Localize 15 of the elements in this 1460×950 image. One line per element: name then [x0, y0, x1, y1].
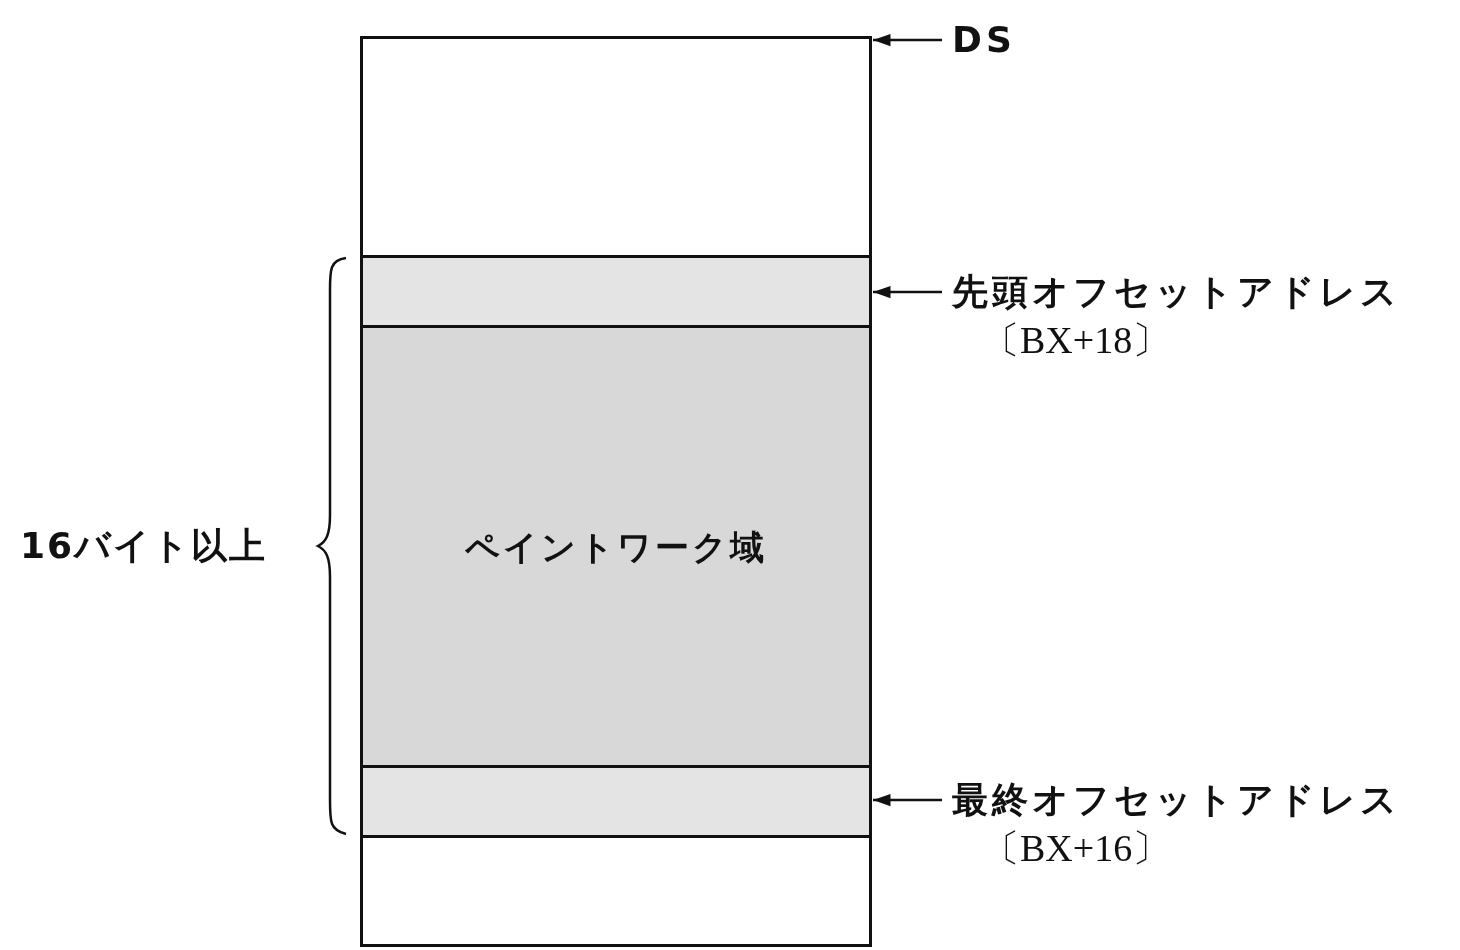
- memory-block: [360, 36, 872, 258]
- work-area-band: [360, 325, 872, 768]
- arrow: [873, 793, 942, 807]
- label-text: 先頭オフセットアドレス: [952, 270, 1401, 314]
- arrow: [873, 285, 942, 299]
- arrow: [873, 33, 942, 47]
- address-expression: 〔BX+18〕: [981, 318, 1171, 363]
- memory-block: [360, 835, 872, 947]
- size-label: 16バイト以上: [20, 524, 268, 568]
- area-label: ペイントワーク域: [465, 525, 767, 569]
- address-expression: 〔BX+16〕: [981, 826, 1171, 871]
- offset-band: [360, 765, 872, 838]
- label-text: 最終オフセットアドレス: [952, 778, 1401, 822]
- offset-band: [360, 255, 872, 328]
- register-label: DS: [952, 18, 1016, 62]
